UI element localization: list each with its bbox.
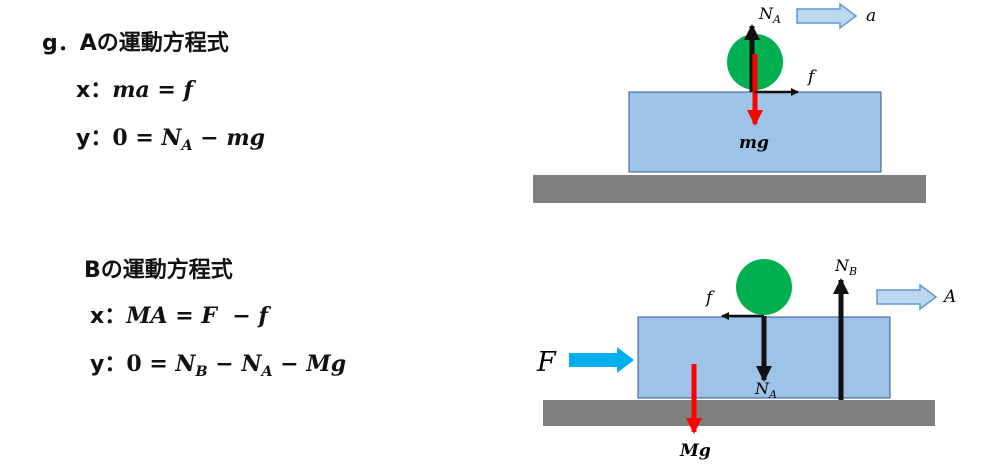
eq-subscript: A	[261, 364, 273, 380]
eq-label: y：	[76, 126, 113, 151]
label-na-b: NA	[754, 379, 777, 401]
equation-b-x: x：MA = F − f	[90, 303, 268, 329]
label-n-a: NA	[758, 4, 781, 26]
eq-term: N	[241, 351, 262, 377]
eq-term: ma	[112, 77, 150, 103]
eq-term: f	[183, 77, 193, 103]
diagram-a: NA a f mg	[533, 2, 926, 203]
eq-term: Mg	[306, 351, 347, 377]
label-n-b: NB	[834, 256, 857, 278]
eq-term: N	[175, 351, 196, 377]
label-f-b: f	[704, 288, 715, 308]
eq-label: x：	[76, 78, 113, 103]
equation-a-x: x：ma = f	[76, 77, 193, 103]
eq-term: F	[201, 303, 218, 329]
eq-term: 0	[126, 351, 142, 377]
label-mg-a: mg	[739, 133, 769, 153]
eq-term: mg	[226, 125, 266, 151]
equation-b-y: y：0 = NB − NA − Mg	[90, 351, 347, 380]
acceleration-arrow-a	[796, 2, 858, 30]
eq-term: MA	[126, 303, 168, 329]
label-f-applied: F	[536, 347, 557, 378]
label-a-b: A	[942, 287, 956, 307]
heading-a: g．Aの運動方程式	[42, 31, 229, 56]
label-f-a: f	[806, 67, 817, 87]
ground-a	[533, 175, 926, 203]
eq-subscript: B	[195, 364, 208, 380]
eq-term: 0	[112, 125, 128, 151]
eq-label: x：	[90, 304, 127, 329]
eq-term: f	[258, 303, 268, 329]
applied-force-arrow-b	[569, 347, 634, 373]
equation-a-y: y：0 = NA − mg	[76, 125, 266, 154]
eq-term: N	[161, 125, 182, 151]
heading-b: Bの運動方程式	[84, 258, 233, 283]
diagram-b: NB A f NA F Mg	[536, 256, 956, 461]
ground-b	[543, 400, 935, 426]
eq-label: y：	[90, 352, 127, 377]
ball-b	[736, 259, 792, 315]
eq-subscript: A	[181, 138, 193, 154]
label-a: a	[866, 6, 876, 26]
label-mg-b: Mg	[679, 441, 711, 461]
acceleration-arrow-b	[876, 283, 938, 311]
